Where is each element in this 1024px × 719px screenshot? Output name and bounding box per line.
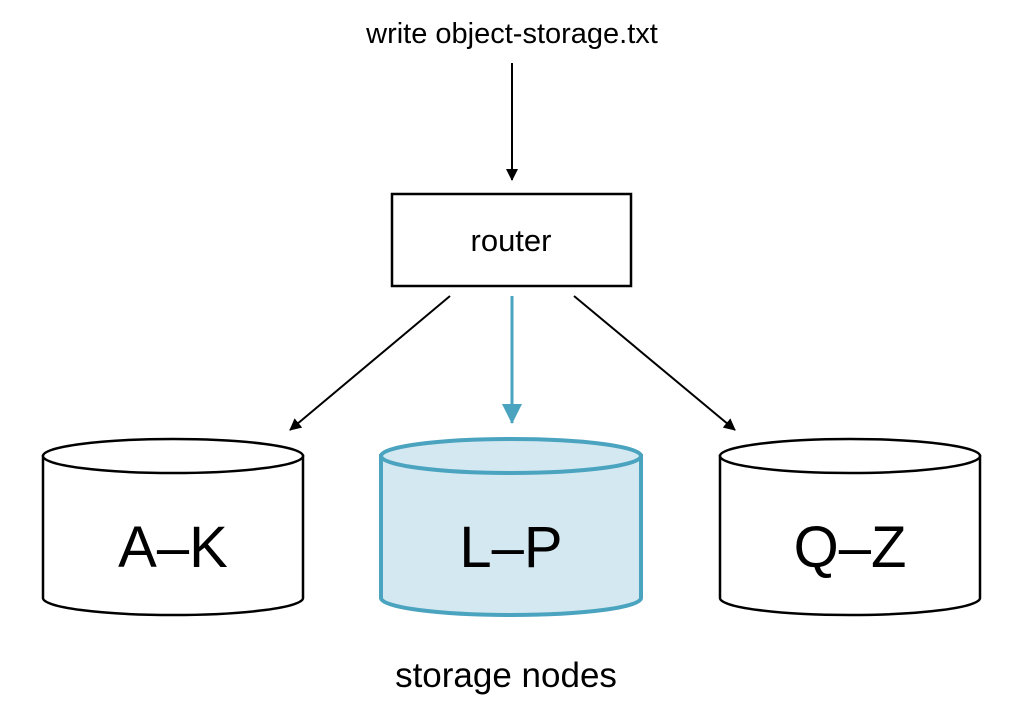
storage-nodes-caption: storage nodes — [395, 656, 617, 695]
node-label-l-p: L–P — [459, 515, 562, 580]
router-label: router — [471, 223, 552, 258]
storage-node-a-k: A–K — [41, 437, 305, 617]
request-label: write object-storage.txt — [365, 18, 658, 50]
node-label-a-k: A–K — [118, 515, 228, 580]
node-label-q-z: Q–Z — [794, 515, 907, 580]
router-box: router — [390, 192, 633, 288]
arrow-to-q-z — [573, 295, 736, 431]
arrow-to-a-k — [289, 295, 451, 431]
storage-node-l-p: L–P — [379, 437, 643, 617]
storage-node-q-z: Q–Z — [718, 437, 982, 617]
